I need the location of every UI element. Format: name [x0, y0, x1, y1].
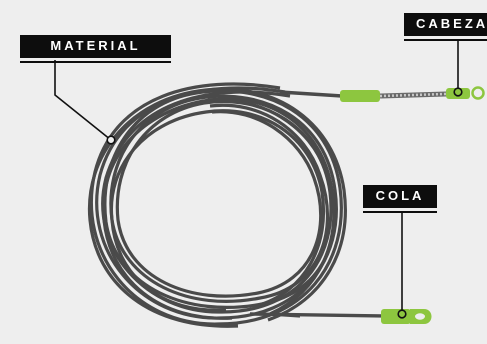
head-crimp: [340, 90, 380, 102]
material-leader: [54, 60, 112, 141]
braided-wire: [379, 91, 447, 99]
cable-coil: [87, 82, 347, 328]
material-leader-dot: [106, 135, 116, 145]
cable-tail-segment: [249, 312, 385, 318]
material-label: MATERIAL: [20, 35, 171, 63]
cola-leader-dot: [397, 309, 407, 319]
tail-crimp: [381, 309, 411, 324]
cabeza-leader-dot: [453, 87, 463, 97]
leader-lines: [54, 40, 459, 312]
cabeza-label: CABEZA: [404, 13, 487, 41]
cable-head-segment: [279, 90, 343, 98]
ring-eyelet-icon: [471, 86, 485, 100]
cola-label: COLA: [363, 185, 437, 213]
